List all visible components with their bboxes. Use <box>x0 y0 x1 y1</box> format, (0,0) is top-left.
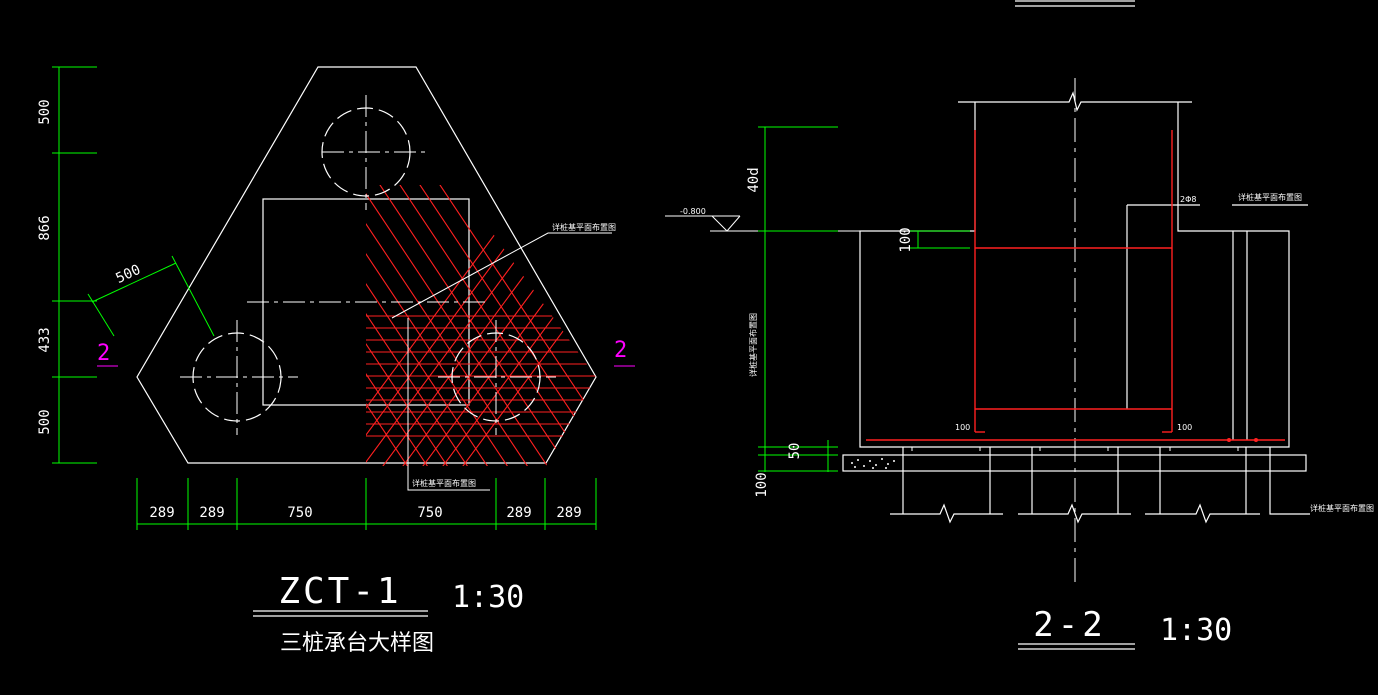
rebar-hatch <box>366 185 596 466</box>
dim-h-289-2: 289 <box>199 505 224 521</box>
pile-cap-outline <box>136 66 597 464</box>
dim-h-289-3: 289 <box>506 505 531 521</box>
cushion-hatch <box>851 458 895 469</box>
vertical-dimension-chain <box>52 66 97 464</box>
left-scale: 1:30 <box>452 580 524 615</box>
horizontal-dimension-chain <box>136 478 597 530</box>
dim-h-750-1: 750 <box>287 505 312 521</box>
leader-top <box>391 232 612 319</box>
dim-v-433: 433 <box>37 327 53 352</box>
dim-v-500-top: 500 <box>37 99 53 124</box>
section-mark-left: 2 <box>97 341 110 366</box>
note-right-bottom: 详桩基平面布置图 <box>1310 503 1374 513</box>
leader-note-top: 详桩基平面布置图 <box>552 222 616 232</box>
dim-v-500-bottom: 500 <box>37 409 53 434</box>
dim-h-289-1: 289 <box>149 505 174 521</box>
section-2-2: -0.800 40d 100 50 100 详桩基平面布置图 2Φ8 100 1… <box>665 0 1374 650</box>
dim-h-289-4: 289 <box>556 505 581 521</box>
vertical-note: 详桩基平面布置图 <box>748 313 758 377</box>
center-lines <box>180 95 556 435</box>
dim-v-866: 866 <box>37 215 53 240</box>
section-outline <box>842 91 1310 524</box>
left-title: ZCT-1 <box>278 571 401 612</box>
dim-100-bottom: 100 <box>754 472 770 497</box>
diagonal-dimension <box>87 255 215 337</box>
section-rebar <box>866 130 1285 441</box>
right-title: 2-2 <box>1033 605 1106 645</box>
right-scale: 1:30 <box>1160 613 1232 648</box>
section-mark-right: 2 <box>614 338 627 363</box>
dim-50: 50 <box>787 443 803 460</box>
rebar-label-2phi8: 2Φ8 <box>1180 195 1196 204</box>
section-dimension-chain <box>758 126 970 472</box>
left-subtitle: 三桩承台大样图 <box>280 631 434 656</box>
pile-cap-plan: 详桩基平面布置图 详桩基平面布置图 500 866 433 500 500 2 … <box>37 66 635 656</box>
note-right-top: 详桩基平面布置图 <box>1238 192 1302 202</box>
leader-bottom <box>407 318 490 491</box>
dim-40d: 40d <box>746 167 762 192</box>
bar-end-left: 100 <box>955 423 970 432</box>
leader-note-bottom: 详桩基平面布置图 <box>412 478 476 488</box>
elevation-label: -0.800 <box>680 207 706 216</box>
dim-100-top: 100 <box>898 227 914 252</box>
dim-h-750-2: 750 <box>417 505 442 521</box>
bar-end-right: 100 <box>1177 423 1192 432</box>
elevation-mark <box>665 215 860 232</box>
dim-diag-500: 500 <box>113 262 143 287</box>
